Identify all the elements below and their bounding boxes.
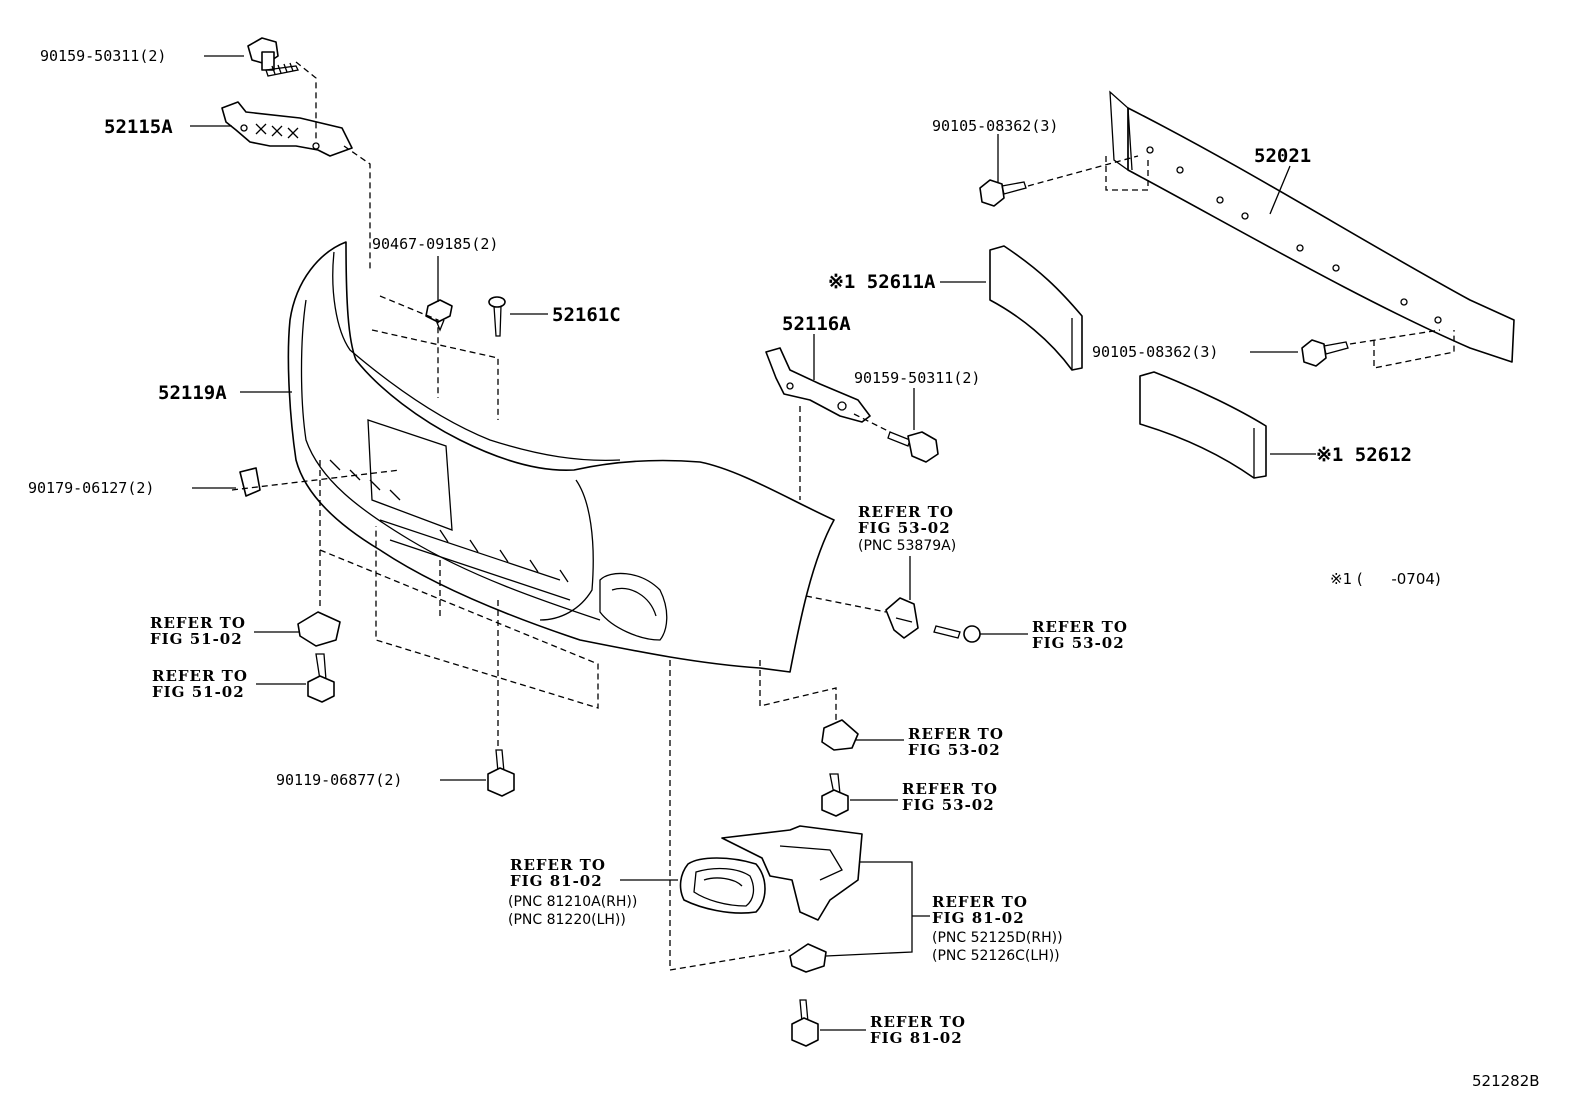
label-90467: 90467-09185(2) — [372, 235, 498, 253]
bracket-52116A — [765, 347, 871, 423]
screw-53-02 — [933, 625, 981, 643]
ref-51-02-clip: REFER TO FIG 51-02 — [150, 614, 246, 648]
clip-53-02-c — [821, 719, 859, 751]
bolt-90119 — [487, 749, 515, 797]
label-52021: 52021 — [1254, 145, 1311, 167]
clip-90179 — [239, 467, 261, 497]
label-52119A: 52119A — [158, 382, 227, 404]
bolt-90159-mid — [887, 431, 939, 463]
reinforcement-52021 — [1109, 90, 1515, 363]
ref-line: REFER TO — [152, 667, 248, 685]
ref-line: FIG 51-02 — [152, 683, 245, 701]
label-52612: ※1 52612 — [1316, 444, 1412, 466]
ref-line: REFER TO — [870, 1013, 966, 1031]
bolt-53-02-d — [821, 773, 849, 817]
label-90105-top: 90105-08362(3) — [932, 117, 1058, 135]
label-90179: 90179-06127(2) — [28, 479, 154, 497]
label-52161C: 52161C — [552, 304, 621, 326]
fog-lamp — [679, 857, 766, 914]
bracket-52115A — [221, 101, 353, 157]
ref-line: FIG 81-02 — [510, 872, 603, 890]
ref-51-02-bolt: REFER TO FIG 51-02 — [152, 667, 248, 701]
ref-line: REFER TO — [932, 893, 1028, 911]
bumper-cover-52119A — [287, 241, 835, 673]
ref-line: FIG 53-02 — [1032, 634, 1125, 652]
ref-line: (PNC 52126C(LH)) — [932, 948, 1060, 964]
ref-81-02-bolt: REFER TO FIG 81-02 — [870, 1013, 966, 1047]
clip-51-02 — [297, 611, 341, 647]
ref-line: REFER TO — [858, 503, 954, 521]
ref-line: FIG 53-02 — [908, 741, 1001, 759]
clip-90467 — [425, 299, 453, 332]
clip-81-02 — [789, 943, 827, 973]
ref-line: FIG 51-02 — [150, 630, 243, 648]
bolt-51-02 — [307, 653, 335, 703]
ref-line: FIG 81-02 — [870, 1029, 963, 1047]
fog-lamp-bracket — [721, 825, 863, 921]
label-90159-mid: 90159-50311(2) — [854, 369, 980, 387]
label-52115A: 52115A — [104, 116, 173, 138]
ref-line: (PNC 81210A(RH)) — [508, 894, 637, 910]
ref-81-02-fog-lamp: REFER TO FIG 81-02 (PNC 81210A(RH)) (PNC… — [508, 856, 637, 928]
label-90119: 90119-06877(2) — [276, 771, 402, 789]
label-90159-top: 90159-50311(2) — [40, 47, 166, 65]
figure-id: 521282B — [1472, 1072, 1540, 1090]
leader-lines — [190, 55, 1316, 1031]
ref-line: (PNC 53879A) — [858, 538, 956, 554]
ref-line: (PNC 52125D(RH)) — [932, 930, 1063, 946]
assembly-lines — [231, 61, 1455, 971]
fastener-53879A — [885, 597, 919, 639]
label-52116A: 52116A — [782, 313, 851, 335]
bolt-90105-top — [979, 179, 1027, 207]
label-90105-bottom: 90105-08362(3) — [1092, 343, 1218, 361]
ref-53-02-pnc-53879A: REFER TO FIG 53-02 (PNC 53879A) — [858, 503, 956, 554]
bolt-81-02 — [791, 999, 819, 1047]
ref-53-02-clip: REFER TO FIG 53-02 — [908, 725, 1004, 759]
applicability-note: ※1 ( -0704) — [1330, 570, 1441, 588]
ref-line: REFER TO — [510, 856, 606, 874]
ref-53-02-screw: REFER TO FIG 53-02 — [1032, 618, 1128, 652]
label-52611A: ※1 52611A — [828, 271, 936, 293]
ref-line: FIG 81-02 — [932, 909, 1025, 927]
ref-line: REFER TO — [908, 725, 1004, 743]
ref-line: REFER TO — [902, 780, 998, 798]
ref-line: FIG 53-02 — [902, 796, 995, 814]
ref-line: FIG 53-02 — [858, 519, 951, 537]
ref-line: REFER TO — [1032, 618, 1128, 636]
ref-line: (PNC 81220(LH)) — [508, 912, 626, 928]
bolt-90105-bottom — [1301, 339, 1349, 367]
ref-81-02-bracket: REFER TO FIG 81-02 (PNC 52125D(RH)) (PNC… — [932, 893, 1063, 964]
bolt-90159-top — [247, 37, 299, 77]
ref-line: REFER TO — [150, 614, 246, 632]
pad-52612 — [1139, 371, 1267, 479]
pad-52611A — [989, 245, 1083, 371]
ref-53-02-bolt: REFER TO FIG 53-02 — [902, 780, 998, 814]
pin-52161C — [488, 296, 506, 337]
